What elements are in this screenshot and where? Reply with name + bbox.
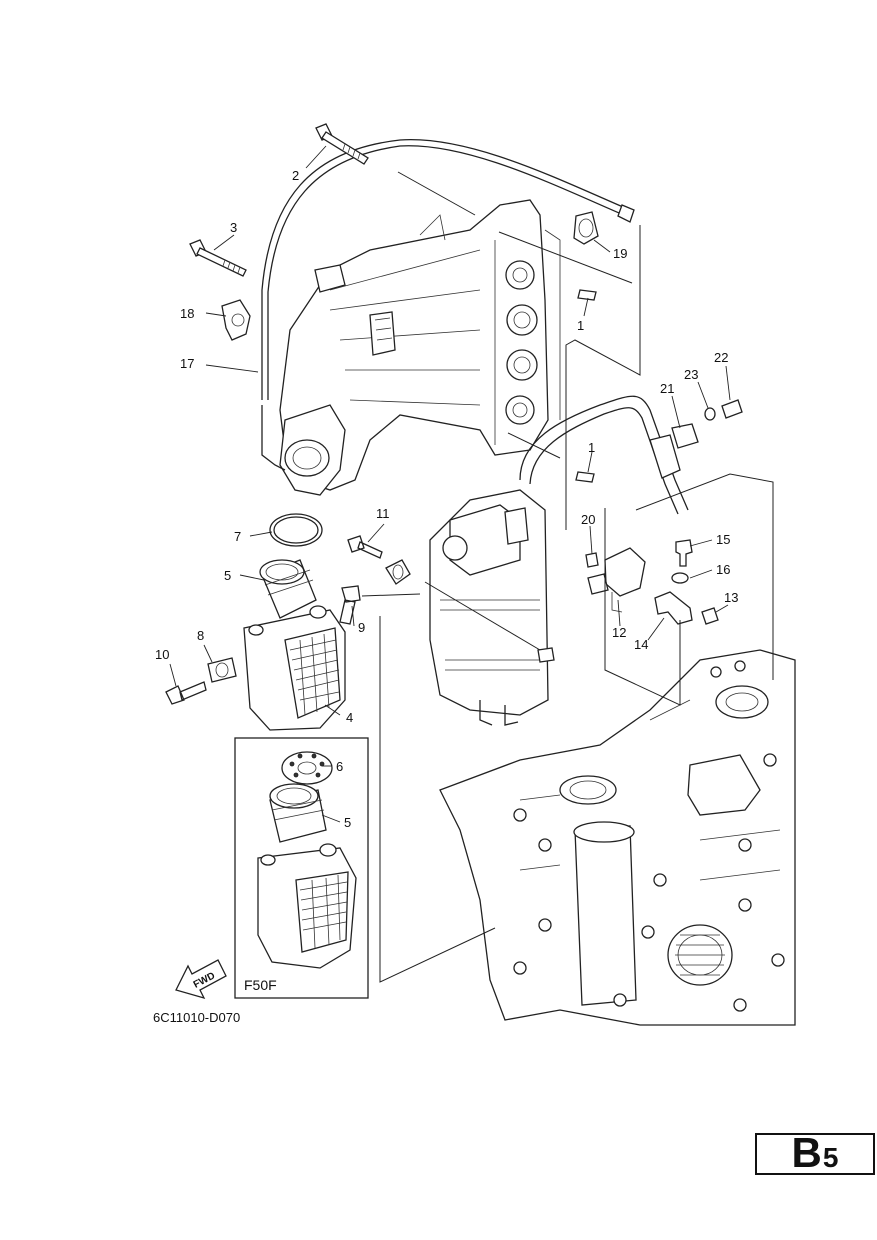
fitting-20	[585, 552, 599, 568]
air-silencer-4	[243, 605, 346, 731]
callout-18: 18	[180, 306, 194, 321]
rubber-joint-5-f50f	[269, 783, 327, 843]
bolt-11	[347, 535, 383, 559]
callout-10: 10	[155, 647, 169, 662]
air-silencer-f50f	[257, 843, 357, 969]
section-number: 5	[822, 1142, 839, 1173]
solenoid-valve-12	[587, 547, 646, 613]
callout-11: 11	[376, 506, 390, 521]
callout-20: 20	[581, 512, 595, 527]
callout-7: 7	[234, 529, 241, 544]
callout-leaders	[169, 145, 731, 823]
section-tag: B 5	[755, 1129, 875, 1176]
callout-22: 22	[714, 350, 728, 365]
cylinder-block	[439, 649, 796, 1026]
callout-5: 5	[224, 568, 231, 583]
rubber-joint-5	[259, 559, 317, 619]
f50f-inset-box	[234, 737, 369, 999]
bolt-2	[315, 123, 369, 165]
callout-14: 14	[634, 637, 648, 652]
fwd-arrow-icon	[175, 959, 227, 1000]
drawing-reference: 6C11010-D070	[153, 1010, 240, 1025]
dowel-pin-1-upper	[577, 289, 597, 301]
plate-6	[281, 751, 333, 785]
callout-6: 6	[336, 759, 343, 774]
callout-2: 2	[292, 168, 299, 183]
intake-manifold	[279, 199, 561, 496]
nut-13	[701, 607, 719, 625]
section-letter: B	[791, 1129, 822, 1176]
grommet-8	[207, 657, 237, 683]
callout-16: 16	[716, 562, 730, 577]
bolt-3	[189, 239, 247, 277]
clamp-21	[671, 423, 699, 449]
assembly-guide-lines	[361, 171, 774, 983]
callout-1-upper: 1	[577, 318, 584, 333]
callout-17: 17	[180, 356, 194, 371]
bolt-22	[721, 399, 743, 419]
callout-21: 21	[660, 381, 674, 396]
callout-15: 15	[716, 532, 730, 547]
breather-hose	[261, 138, 631, 400]
callout-12: 12	[612, 625, 626, 640]
callout-13: 13	[724, 590, 738, 605]
callout-23: 23	[684, 367, 698, 382]
clamp-19	[573, 211, 599, 245]
callout-9: 9	[358, 620, 365, 635]
bracket-14	[654, 591, 693, 625]
washer-23	[704, 407, 716, 421]
washer-16	[671, 572, 689, 584]
callout-8: 8	[197, 628, 204, 643]
clamp-18	[221, 299, 251, 341]
callout-5-f50f: 5	[344, 815, 351, 830]
bolt-10	[165, 681, 207, 705]
callout-3: 3	[230, 220, 237, 235]
callout-19: 19	[613, 246, 627, 261]
hose-clamp-7	[269, 513, 323, 547]
callout-1-lower: 1	[588, 440, 595, 455]
bolt-9	[339, 585, 361, 625]
screw-15	[675, 539, 693, 567]
variant-label: F50F	[244, 977, 277, 993]
dowel-pin-1-lower	[575, 471, 595, 483]
vapor-separator-assembly	[429, 489, 549, 726]
callout-4: 4	[346, 710, 353, 725]
